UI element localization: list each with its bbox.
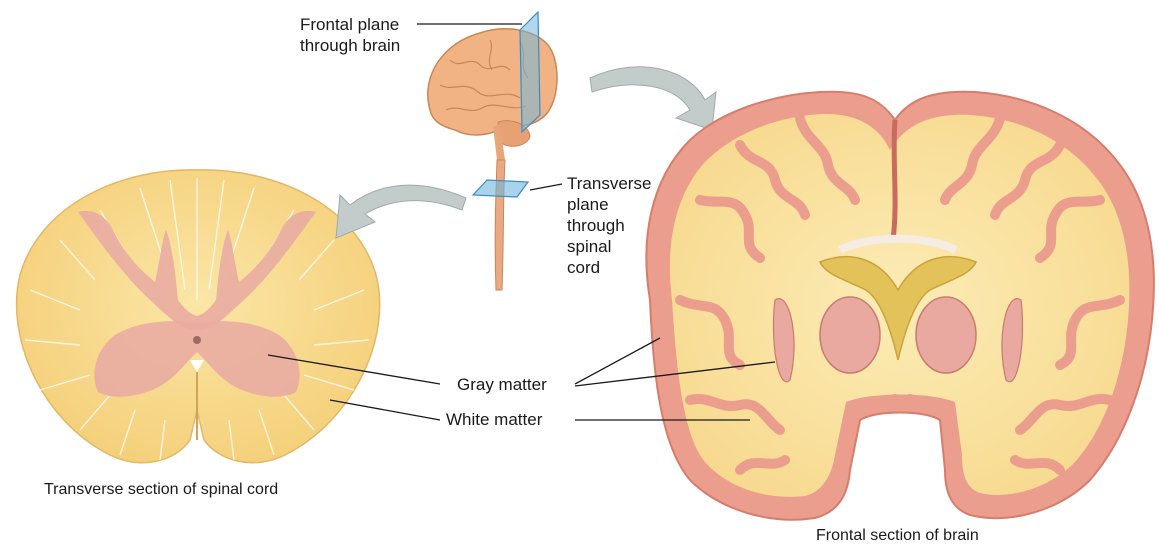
- frontal-plane-label: Frontal plane through brain: [300, 14, 400, 56]
- thalamus-left: [820, 297, 880, 373]
- thalamus-right: [916, 297, 976, 373]
- longitudinal-fissure: [893, 120, 895, 240]
- brain-frontal-section: [646, 92, 1153, 520]
- gray-matter-label: Gray matter: [457, 374, 547, 395]
- arrow-to-spinal-section: [336, 185, 466, 238]
- central-canal: [193, 336, 201, 344]
- leader-white-matter-cord: [330, 400, 440, 420]
- arrow-to-brain-section: [590, 67, 716, 130]
- spinal-cord-column: [495, 160, 505, 290]
- brain-caption: Frontal section of brain: [816, 525, 979, 546]
- transverse-plane: [473, 180, 528, 197]
- frontal-plane: [520, 12, 540, 132]
- transverse-plane-label: Transverse plane through spinal cord: [567, 173, 651, 278]
- spinal-cord-section: [17, 170, 380, 463]
- spinal-cord-caption: Transverse section of spinal cord: [44, 479, 278, 500]
- whole-brain-illustration: [428, 12, 557, 290]
- white-matter-label: White matter: [446, 409, 542, 430]
- leader-transverse-plane: [530, 184, 562, 190]
